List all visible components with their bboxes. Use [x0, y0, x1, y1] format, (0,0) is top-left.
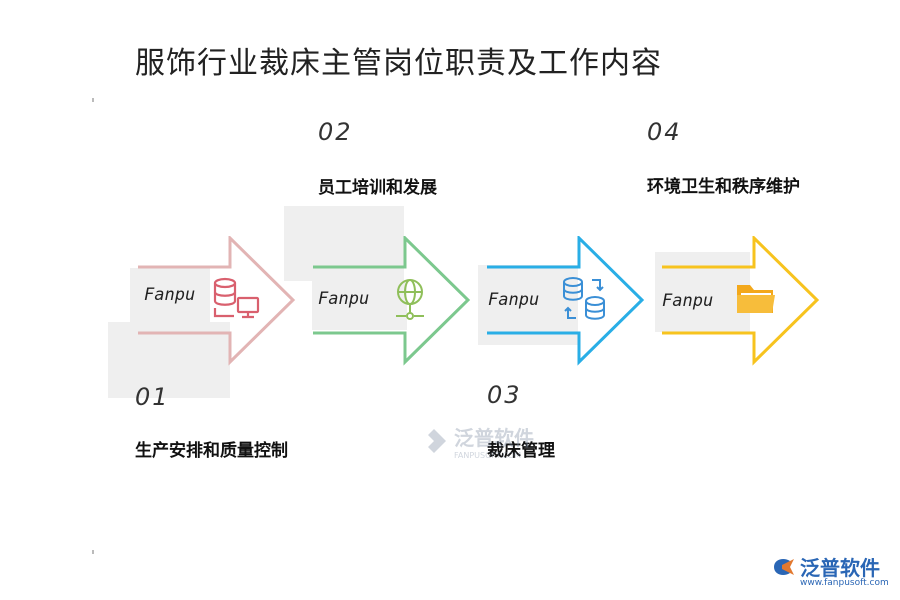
fanpu-logo-icon [774, 558, 794, 575]
shade-block [655, 252, 750, 332]
step-4-label: 环境卫生和秩序维护 [647, 177, 800, 197]
step-2-number: 02 [318, 118, 353, 146]
step-1-arrow [138, 236, 296, 366]
decor-dot [92, 550, 94, 554]
brand-logo: 泛普软件 [770, 552, 880, 581]
folder-icon [737, 285, 775, 313]
step-3-brand: Fanpu [488, 290, 540, 310]
page-title: 服饰行业裁床主管岗位职责及工作内容 [135, 46, 662, 81]
database-monitor-icon [213, 277, 260, 319]
step-2-arrow [313, 236, 471, 366]
network-globe-icon [396, 279, 424, 320]
step-1-number: 01 [135, 383, 170, 411]
step-1-brand: Fanpu [144, 285, 196, 305]
watermark-text: 泛普软件 [454, 426, 534, 450]
step-3-number: 03 [487, 381, 522, 409]
decor-dot [92, 98, 94, 102]
step-4-arrow [662, 236, 820, 366]
step-4-brand: Fanpu [662, 291, 714, 311]
logo-url[interactable]: www.fanpusoft.com [800, 578, 889, 588]
watermark: 泛普软件 FANPUSOFT.COM [420, 422, 534, 460]
shade-block [130, 268, 210, 323]
watermark-logo-icon [428, 429, 446, 453]
watermark-subtext: FANPUSOFT.COM [454, 451, 522, 460]
shade-block [312, 280, 407, 330]
shade-block [108, 322, 230, 398]
step-3-arrow [487, 236, 645, 366]
step-2-label: 员工培训和发展 [318, 178, 437, 198]
step-3-label: 裁床管理 [487, 441, 555, 461]
logo-text: 泛普软件 [800, 556, 880, 580]
step-1-label: 生产安排和质量控制 [135, 441, 288, 461]
step-2-brand: Fanpu [318, 289, 370, 309]
database-sync-icon [563, 277, 605, 320]
step-4-number: 04 [647, 118, 682, 146]
